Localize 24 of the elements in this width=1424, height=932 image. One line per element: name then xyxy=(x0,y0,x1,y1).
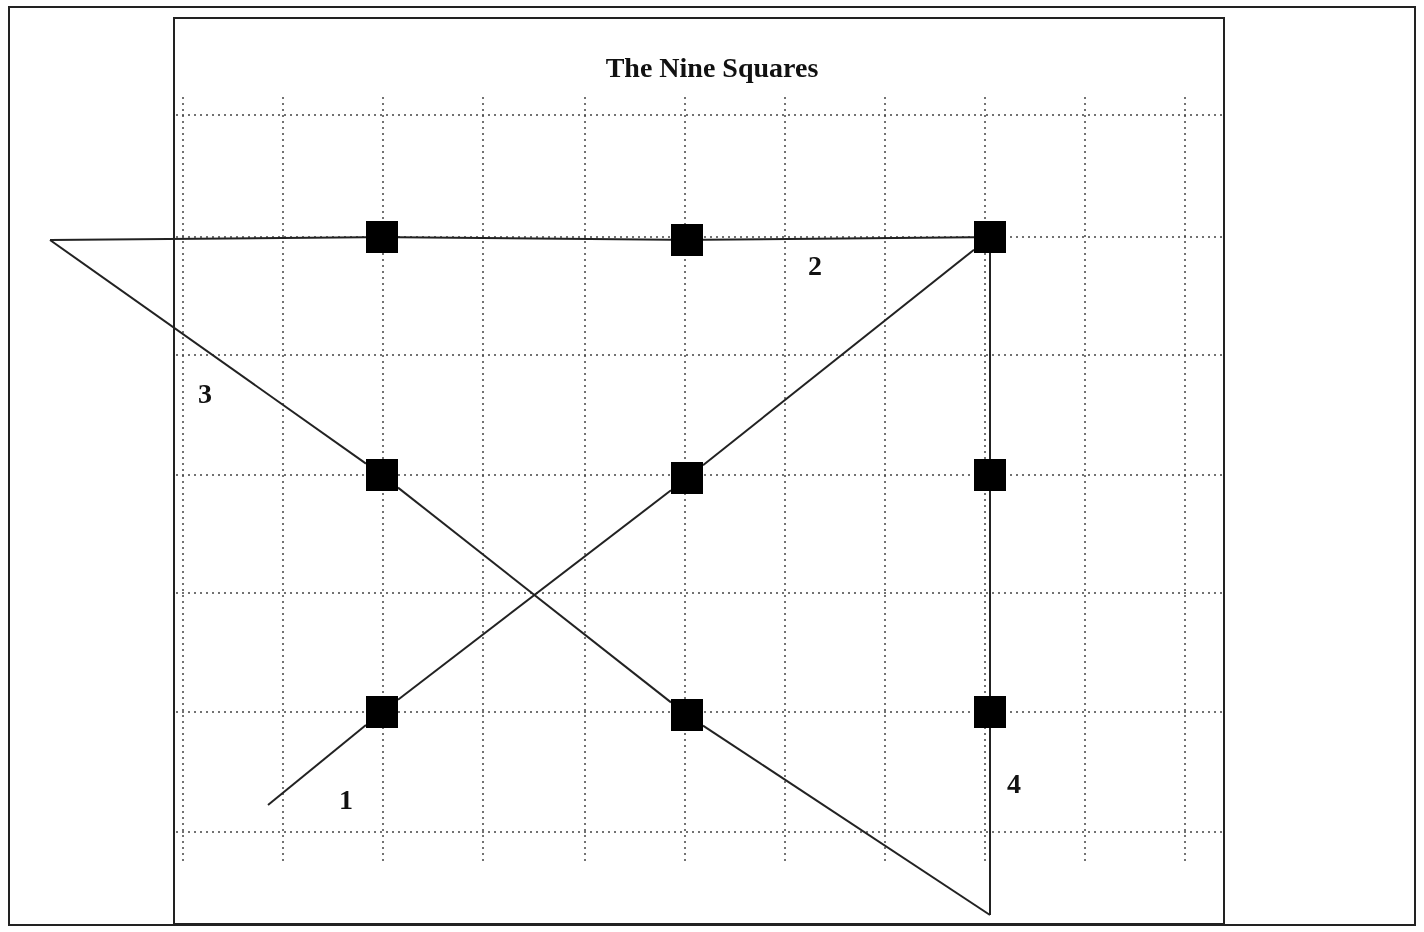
filled-square xyxy=(974,221,1006,253)
line-number: 1 xyxy=(339,784,353,816)
line-segment xyxy=(702,724,991,916)
line-segment xyxy=(702,248,975,467)
line-segment xyxy=(989,490,991,697)
line-segment xyxy=(989,727,991,916)
filled-square xyxy=(366,696,398,728)
line-segment xyxy=(49,236,367,241)
filled-square xyxy=(974,696,1006,728)
line-segment xyxy=(989,252,991,460)
line-number: 3 xyxy=(198,378,212,410)
filled-square xyxy=(671,224,703,256)
filled-square xyxy=(671,462,703,494)
line-segment xyxy=(702,236,975,241)
line-segment xyxy=(267,724,367,806)
filled-square xyxy=(366,459,398,491)
line-number: 4 xyxy=(1007,768,1021,800)
line-segment xyxy=(397,236,672,241)
filled-square xyxy=(671,699,703,731)
diagram-title: The Nine Squares xyxy=(604,52,820,84)
filled-square xyxy=(974,459,1006,491)
line-number: 2 xyxy=(808,250,822,282)
line-segment xyxy=(49,239,367,465)
filled-square xyxy=(366,221,398,253)
